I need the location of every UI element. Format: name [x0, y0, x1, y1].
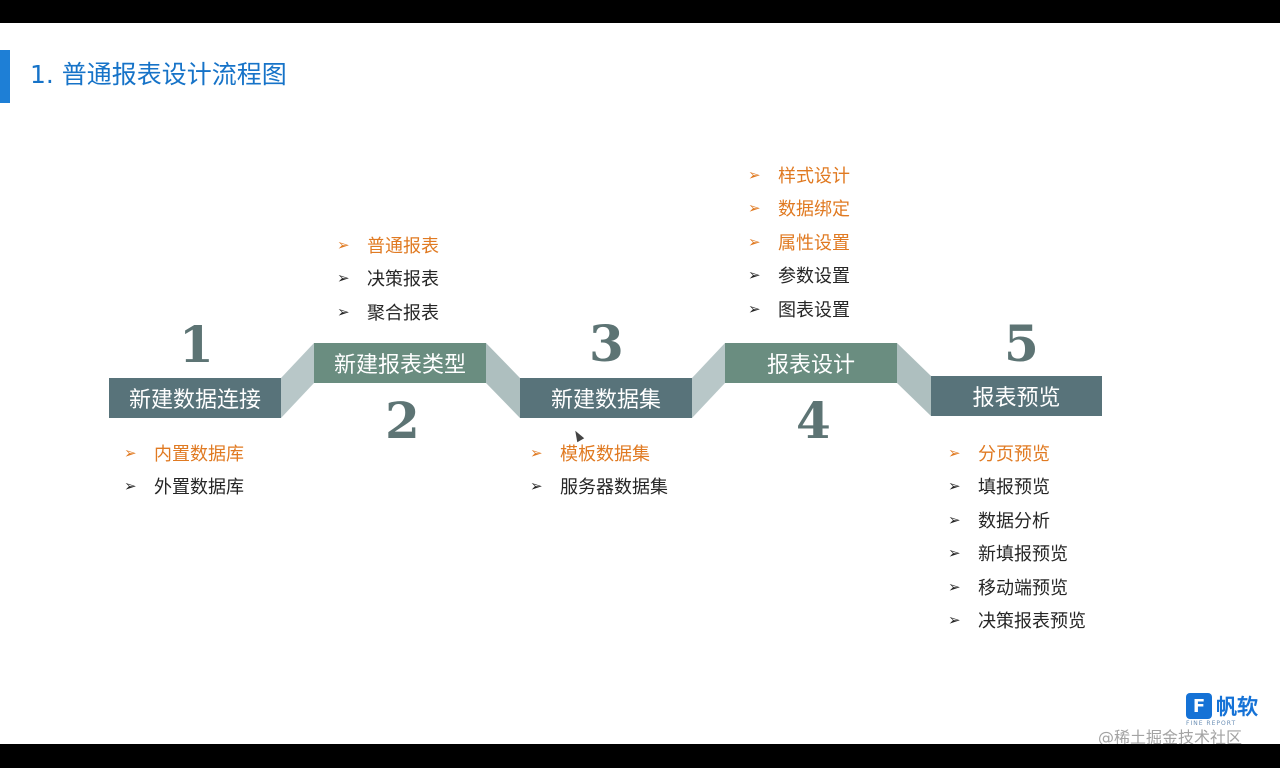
step-3-items: ➢ 模板数据集 ➢ 服务器数据集	[530, 436, 668, 503]
step-1-items: ➢ 内置数据库 ➢ 外置数据库	[124, 436, 244, 503]
arrow-bullet-icon: ➢	[748, 232, 761, 251]
arrow-bullet-icon: ➢	[124, 477, 137, 496]
list-item-label: 属性设置	[778, 232, 850, 254]
list-item-label: 移动端预览	[978, 577, 1068, 599]
arrow-bullet-icon: ➢	[337, 302, 350, 321]
arrow-bullet-icon: ➢	[948, 443, 961, 462]
list-item-label: 服务器数据集	[560, 477, 668, 499]
arrow-bullet-icon: ➢	[748, 266, 761, 285]
list-item: ➢ 决策报表预览	[948, 604, 1086, 638]
connector-3-4	[692, 343, 725, 418]
logo-subtext: FINE REPORT	[1186, 720, 1237, 727]
slide: 1. 普通报表设计流程图 1 新建数据连接 ➢ 内置数据库 ➢ 外置数据库 2 新建报…	[0, 23, 1280, 744]
list-item: ➢ 填报预览	[948, 470, 1086, 504]
step-1-box: 新建数据连接	[109, 378, 281, 418]
step-2-items: ➢ 普通报表 ➢ 决策报表 ➢ 聚合报表	[337, 228, 439, 329]
finereport-logo-icon: F	[1186, 693, 1212, 719]
list-item: ➢ 数据绑定	[748, 192, 850, 226]
arrow-bullet-icon: ➢	[948, 477, 961, 496]
list-item-label: 聚合报表	[367, 302, 439, 324]
list-item-label: 外置数据库	[154, 477, 244, 499]
list-item: ➢ 新填报预览	[948, 537, 1086, 571]
list-item-label: 模板数据集	[560, 443, 650, 465]
connector-2-3	[486, 343, 520, 418]
arrow-bullet-icon: ➢	[948, 611, 961, 630]
list-item: ➢ 移动端预览	[948, 570, 1086, 604]
arrow-bullet-icon: ➢	[948, 544, 961, 563]
list-item: ➢ 样式设计	[748, 158, 850, 192]
step-3-box: 新建数据集	[520, 378, 692, 418]
arrow-bullet-icon: ➢	[530, 477, 543, 496]
arrow-bullet-icon: ➢	[124, 443, 137, 462]
list-item: ➢ 内置数据库	[124, 436, 244, 470]
list-item-label: 内置数据库	[154, 443, 244, 465]
logo-text: 帆软	[1216, 695, 1258, 719]
bottom-letterbox-bar	[0, 744, 1280, 768]
list-item-label: 图表设置	[778, 299, 850, 321]
list-item: ➢ 外置数据库	[124, 470, 244, 504]
step-4-number: 4	[796, 391, 831, 450]
list-item-label: 决策报表预览	[978, 611, 1086, 633]
arrow-bullet-icon: ➢	[530, 443, 543, 462]
list-item: ➢ 模板数据集	[530, 436, 668, 470]
step-5-items: ➢ 分页预览 ➢ 填报预览 ➢ 数据分析 ➢ 新填报预览 ➢ 移动端预览 ➢ 决策报表预览	[948, 436, 1086, 637]
top-letterbox-bar	[0, 0, 1280, 23]
watermark: @稀土掘金技术社区	[1098, 728, 1243, 744]
list-item: ➢ 服务器数据集	[530, 470, 668, 504]
list-item-label: 分页预览	[978, 443, 1050, 465]
step-2-number: 2	[385, 391, 420, 450]
title-accent-bar	[0, 50, 10, 103]
list-item-label: 填报预览	[978, 477, 1050, 499]
list-item: ➢ 聚合报表	[337, 295, 439, 329]
list-item-label: 样式设计	[778, 165, 850, 187]
list-item: ➢ 普通报表	[337, 228, 439, 262]
step-4-items: ➢ 样式设计 ➢ 数据绑定 ➢ 属性设置 ➢ 参数设置 ➢ 图表设置	[748, 158, 850, 326]
connector-4-5	[897, 343, 931, 416]
flow-connectors	[281, 343, 931, 418]
list-item-label: 决策报表	[367, 269, 439, 291]
list-item: ➢ 数据分析	[948, 503, 1086, 537]
arrow-bullet-icon: ➢	[748, 199, 761, 218]
list-item-label: 数据绑定	[778, 199, 850, 221]
slide-title: 1. 普通报表设计流程图	[30, 60, 287, 89]
list-item-label: 新填报预览	[978, 544, 1068, 566]
step-1-number: 1	[179, 315, 214, 374]
step-3-number: 3	[589, 314, 624, 373]
arrow-bullet-icon: ➢	[948, 577, 961, 596]
list-item: ➢ 参数设置	[748, 259, 850, 293]
step-4-box: 报表设计	[725, 343, 897, 383]
list-item: ➢ 属性设置	[748, 225, 850, 259]
step-5-number: 5	[1004, 314, 1039, 373]
step-5-box: 报表预览	[931, 376, 1102, 416]
arrow-bullet-icon: ➢	[337, 235, 350, 254]
arrow-bullet-icon: ➢	[748, 165, 761, 184]
list-item: ➢ 图表设置	[748, 292, 850, 326]
arrow-bullet-icon: ➢	[748, 299, 761, 318]
list-item-label: 数据分析	[978, 510, 1050, 532]
list-item: ➢ 决策报表	[337, 262, 439, 296]
list-item-label: 参数设置	[778, 266, 850, 288]
arrow-bullet-icon: ➢	[948, 510, 961, 529]
connector-1-2	[281, 343, 314, 418]
arrow-bullet-icon: ➢	[337, 269, 350, 288]
step-2-box: 新建报表类型	[314, 343, 486, 383]
list-item-label: 普通报表	[367, 235, 439, 257]
list-item: ➢ 分页预览	[948, 436, 1086, 470]
finereport-logo: F 帆软	[1186, 691, 1258, 721]
